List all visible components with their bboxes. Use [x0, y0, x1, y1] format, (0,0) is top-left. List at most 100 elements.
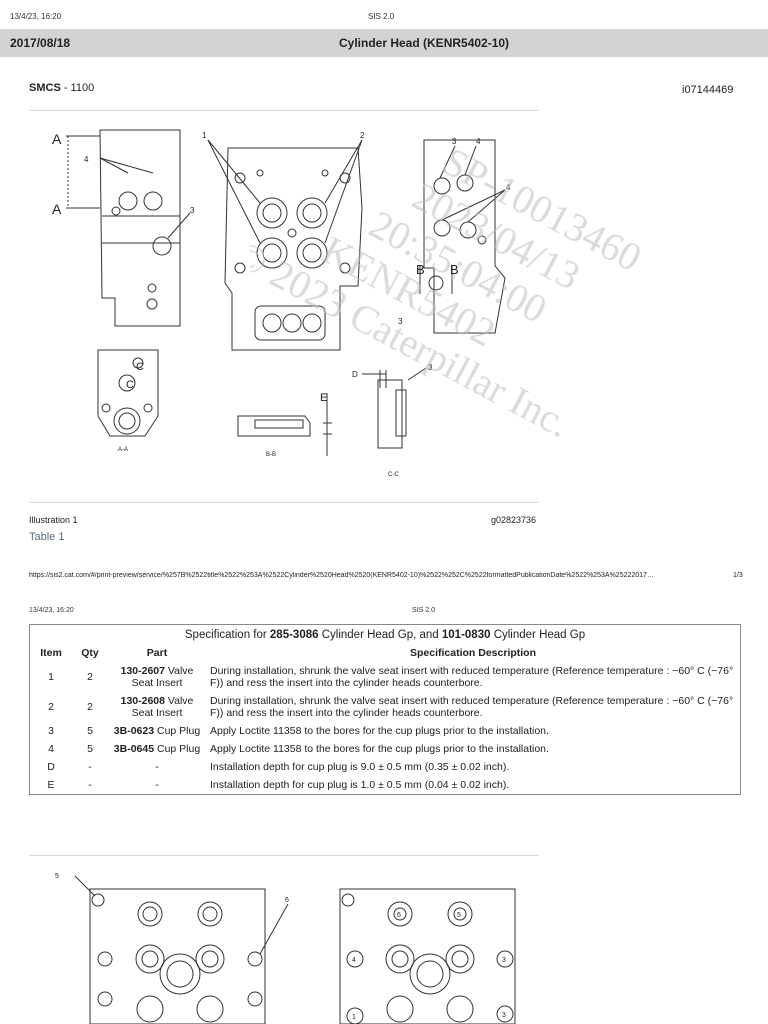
part-cell: 3B-0645 Cup Plug: [108, 740, 206, 758]
copyright-watermark: SP-10013460 2023/04/13 20:35:04:00 KENR5…: [250, 140, 649, 446]
header-qty: Qty: [81, 647, 99, 659]
part-name: -: [155, 761, 159, 773]
marker-5: 5: [457, 912, 461, 919]
section-label-c-1: C: [136, 361, 144, 373]
description-cell: Apply Loctite 11358 to the bores for the…: [210, 743, 549, 755]
view-label-aa: A-A: [118, 447, 128, 453]
footer-url: https://sis2.cat.com/#/print-preview/ser…: [29, 572, 654, 579]
part-number[interactable]: 130-2607: [120, 665, 165, 677]
description-cell: Installation depth for cup plug is 9.0 ±…: [210, 761, 510, 773]
description-cell: Apply Loctite 11358 to the bores for the…: [210, 725, 549, 737]
smcs-label: SMCS: [29, 82, 61, 94]
section-label-b-left: B: [416, 262, 425, 277]
table-row: 3 5 3B-0623 Cup Plug Apply Loctite 11358…: [30, 722, 741, 740]
table-title: Specification for 285-3086 Cylinder Head…: [30, 625, 741, 645]
marker-3-upper: 3: [502, 957, 506, 964]
document-banner: 2017/08/18 Cylinder Head (KENR5402-10): [0, 29, 768, 57]
part-cell: -: [108, 776, 206, 795]
part-name: Valve Seat Insert: [131, 695, 194, 719]
table-row: 2 2 130-2608 Valve Seat Insert During in…: [30, 692, 741, 722]
item-cell: 3: [48, 725, 54, 737]
qty-cell: -: [88, 779, 92, 791]
description-cell: During installation, shrunk the valve se…: [210, 665, 734, 689]
qty-cell: 5: [87, 725, 93, 737]
section-view-aa: [97, 349, 159, 437]
description-cell: Installation depth for cup plug is 1.0 ±…: [210, 779, 510, 791]
part-name: Valve Seat Insert: [131, 665, 194, 689]
description-cell: During installation, shrunk the valve se…: [210, 695, 734, 719]
dimension-label-e: E: [320, 392, 327, 404]
specification-table: Specification for 285-3086 Cylinder Head…: [29, 624, 741, 795]
callout-3-right: 3: [452, 137, 457, 146]
part-cell: 130-2607 Valve Seat Insert: [108, 662, 206, 692]
part-cell: 3B-0623 Cup Plug: [108, 722, 206, 740]
table-row: E - - Installation depth for cup plug is…: [30, 776, 741, 795]
item-cell: 4: [48, 743, 54, 755]
page-number: 1/3: [733, 572, 743, 579]
qty-cell: 5: [87, 743, 93, 755]
print-app-name-page2: SIS 2.0: [412, 607, 435, 614]
view-label-bb: B-B: [266, 452, 276, 458]
cylinder-head-illustration-2: 5 6 6 5 4 3 1 3: [55, 873, 516, 1024]
marker-1: 1: [352, 1014, 356, 1021]
marker-4: 4: [352, 957, 356, 964]
part-number[interactable]: 3B-0645: [113, 743, 155, 755]
table-title-suffix: Cylinder Head Gp: [490, 629, 586, 641]
part-name: Cup Plug: [154, 725, 201, 737]
callout-5: 5: [55, 873, 59, 880]
table-link[interactable]: Table 1: [29, 531, 65, 543]
part-number[interactable]: 130-2608: [120, 695, 165, 707]
section-view-cc: [362, 367, 427, 449]
table-title-prefix: Specification for: [184, 629, 270, 641]
print-app-name: SIS 2.0: [368, 12, 395, 21]
document-id: i07144469: [682, 84, 734, 96]
illustration-caption: Illustration 1: [29, 515, 78, 525]
print-timestamp: 13/4/23, 16:20: [10, 12, 62, 21]
section-view-bb: [237, 393, 332, 456]
table-row: D - - Installation depth for cup plug is…: [30, 758, 741, 776]
table-row: 1 2 130-2607 Valve Seat Insert During in…: [30, 662, 741, 692]
smcs-value: - 1100: [60, 82, 95, 94]
dimension-label-d: D: [352, 370, 358, 379]
top-view-right: [339, 888, 516, 1024]
callout-3-b: 3: [398, 317, 403, 326]
callout-4-right: 4: [506, 183, 511, 192]
callout-3-cc: 3: [428, 363, 433, 372]
callout-2: 2: [360, 131, 365, 140]
divider: [29, 855, 539, 856]
item-cell: 2: [48, 701, 54, 713]
item-cell: 1: [48, 671, 54, 683]
marker-6: 6: [397, 912, 401, 919]
cylinder-head-illustration: A A 4 3 1 2 3 4 4 B: [52, 129, 511, 478]
part-cell: -: [108, 758, 206, 776]
marker-3-lower: 3: [502, 1012, 506, 1019]
callout-4-left: 4: [84, 155, 89, 164]
print-timestamp-page2: 13/4/23, 16:20: [29, 607, 74, 614]
divider: [29, 502, 539, 503]
qty-cell: -: [88, 761, 92, 773]
qty-cell: 2: [87, 701, 93, 713]
item-cell: D: [47, 761, 55, 773]
graphic-reference: g02823736: [491, 515, 537, 525]
top-view-left: [74, 875, 289, 1024]
table-title-part-2: 101-0830: [441, 629, 491, 641]
header-item: Item: [40, 647, 62, 659]
table-title-middle: Cylinder Head Gp, and: [318, 629, 442, 641]
section-label-b-right: B: [450, 262, 459, 277]
side-view-left: [66, 129, 191, 327]
section-label-a-bottom: A: [52, 201, 62, 217]
header-description: Specification Description: [409, 647, 537, 659]
part-number[interactable]: 3B-0623: [113, 725, 155, 737]
side-view-right: [419, 139, 506, 334]
view-label-cc: C-C: [388, 472, 399, 478]
document-title: Cylinder Head (KENR5402-10): [339, 36, 510, 50]
table-header-row: Item Qty Part Specification Description: [30, 644, 741, 662]
callout-1: 1: [202, 131, 207, 140]
header-part: Part: [146, 647, 168, 659]
qty-cell: 2: [87, 671, 93, 683]
table-row: 4 5 3B-0645 Cup Plug Apply Loctite 11358…: [30, 740, 741, 758]
top-view-main: [207, 139, 363, 351]
part-cell: 130-2608 Valve Seat Insert: [108, 692, 206, 722]
publication-date: 2017/08/18: [10, 36, 71, 50]
part-name: Cup Plug: [154, 743, 201, 755]
